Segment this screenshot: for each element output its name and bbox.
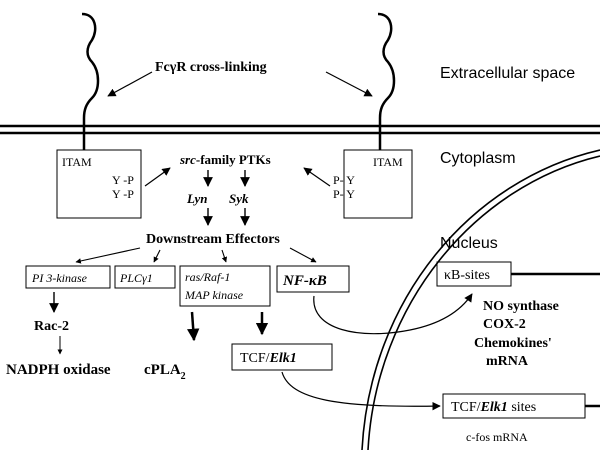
tcf-elk1-box <box>231 343 333 371</box>
arrow-plc-to-cpla2 <box>186 311 200 342</box>
downstream-effectors-label: Downstream Effectors <box>146 232 280 247</box>
tcf-elk1-label: TCF/Elk1 <box>240 351 297 366</box>
mrna-label: mRNA <box>486 354 529 369</box>
arrow-nfkb-to-kb-sites <box>313 293 473 335</box>
ras-raf-map-kinase-box <box>179 265 271 307</box>
itam-label-right: ITAM <box>373 155 403 169</box>
crosslinking-arrow-right <box>325 71 373 97</box>
nadph-oxidase-label: NADPH oxidase <box>6 362 111 378</box>
plc-label: PLCγ1 <box>119 271 153 285</box>
chemokines-label: Chemokines' <box>474 336 552 351</box>
phospho-tyrosine-right-1: P- Y <box>333 173 355 187</box>
receptor-right <box>377 12 396 150</box>
phospho-tyrosine-right-2: P- Y <box>333 187 355 201</box>
receptor-left <box>81 12 100 150</box>
rac2-label: Rac-2 <box>34 319 69 334</box>
region-label-nucleus: Nucleus <box>440 235 498 252</box>
nuclear-envelope-inner <box>367 155 600 450</box>
syk-label: Syk <box>229 191 249 206</box>
pi3k-label: PI 3-kinase <box>31 271 88 285</box>
itam-label-left: ITAM <box>62 155 92 169</box>
itam-box-left <box>56 149 142 219</box>
cpla2-label: cPLA2 <box>144 362 186 382</box>
region-label-cytoplasm: Cytoplasm <box>440 150 516 167</box>
tcf-elk1-sites-label: TCF/Elk1 sites <box>451 400 536 415</box>
arrow-tcf-to-tcf-sites <box>281 371 441 411</box>
kb-sites-label: κB-sites <box>444 268 490 283</box>
crosslinking-label: FcγR cross-linking <box>155 60 267 75</box>
arrow-effectors-to-pi3k <box>75 247 141 264</box>
cox2-label: COX-2 <box>483 317 526 332</box>
arrow-itam-left-to-src <box>144 167 171 187</box>
map-kinase-label: MAP kinase <box>184 288 244 302</box>
region-label-extracellular: Extracellular space <box>440 65 575 82</box>
nfkb-box <box>276 265 350 293</box>
no-synthase-label: NO synthase <box>483 299 559 314</box>
itam-box-right <box>343 149 413 219</box>
crosslinking-arrow-left <box>107 71 153 97</box>
phospho-tyrosine-left-1: Y -P <box>112 173 134 187</box>
arrow-effectors-to-ras <box>221 249 228 263</box>
ras-raf-label: ras/Raf-1 <box>185 270 230 284</box>
src-family-ptks-label: src-family PTKs <box>179 152 271 167</box>
phospho-tyrosine-left-2: Y -P <box>112 187 134 201</box>
lyn-label: Lyn <box>186 191 207 206</box>
cfos-mrna-label: c-fos mRNA <box>466 430 528 444</box>
pi3k-box <box>25 265 111 289</box>
nfkb-label: NF-κB <box>282 273 327 289</box>
arrow-effectors-to-nfkb <box>289 247 317 263</box>
plc-box <box>114 265 176 289</box>
arrow-effectors-to-plc <box>153 249 161 263</box>
nuclear-envelope-outer <box>361 149 600 450</box>
arrow-itam-right-to-src <box>303 167 331 187</box>
